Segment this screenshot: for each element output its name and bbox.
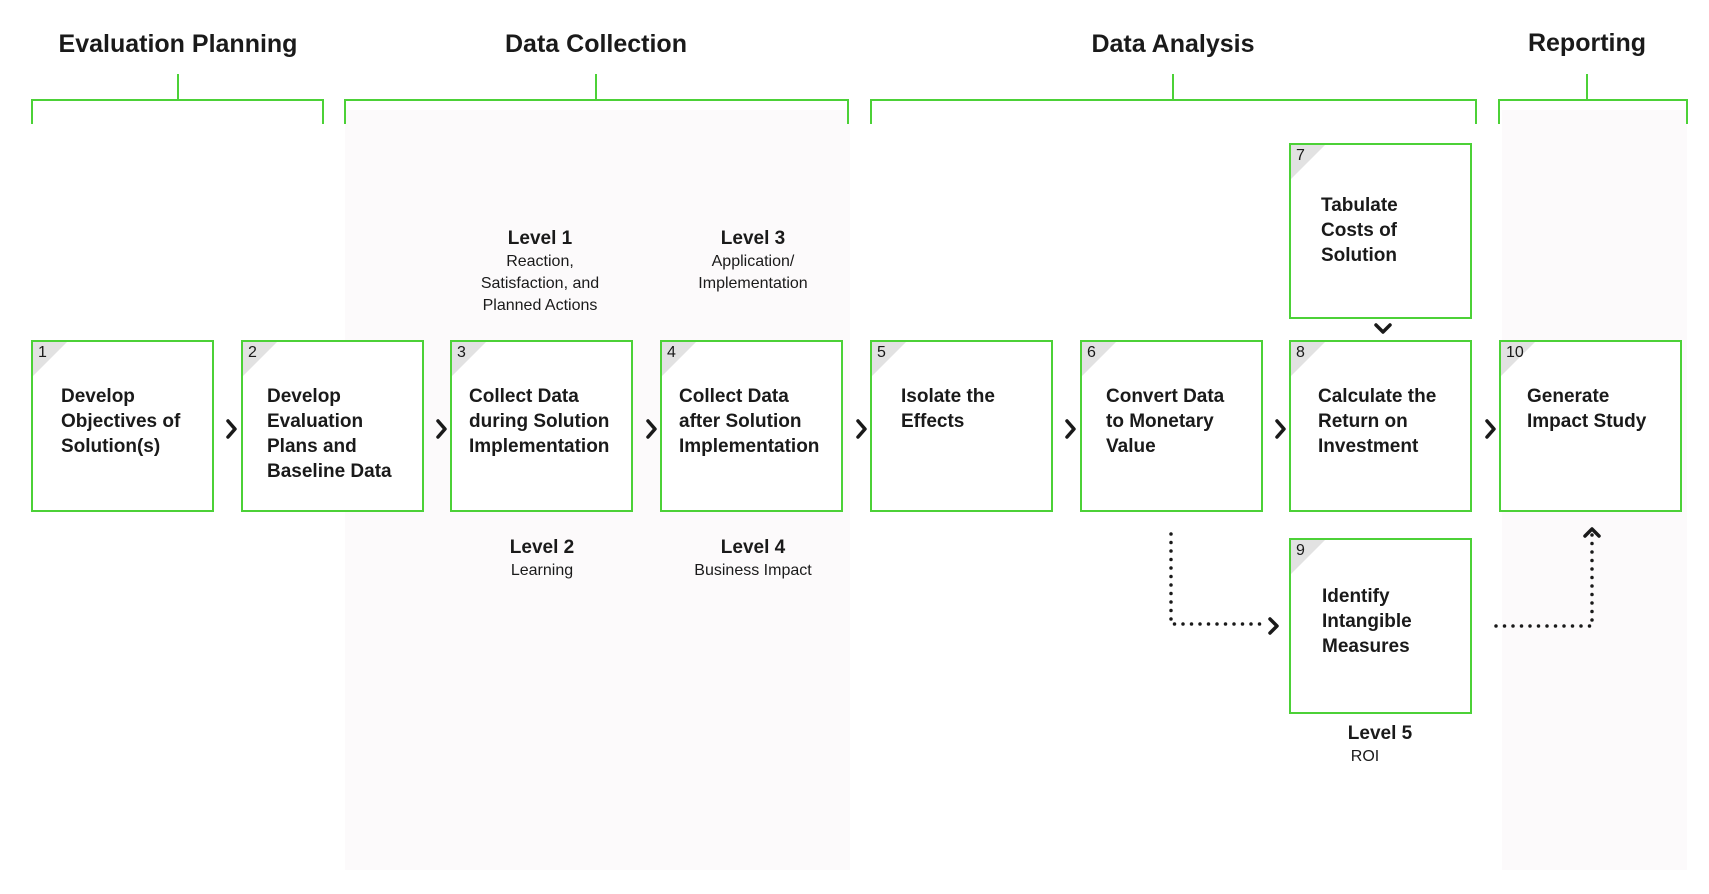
step-number: 8 [1296, 344, 1305, 361]
chevron-right-icon [1275, 419, 1286, 439]
level-subtitle: ROI [1350, 748, 1380, 765]
level-subtitle: Learning [510, 562, 574, 579]
dotted-arrow-icon [1169, 532, 1268, 626]
level-title: Level 2 [509, 537, 575, 558]
chevron-right-icon [1268, 617, 1279, 635]
step-label: Convert Data to Monetary Value [1106, 386, 1225, 457]
step-label: Develop Evaluation Plans and Baseline Da… [267, 386, 392, 482]
corner-fold [1291, 342, 1325, 376]
corner-fold [1501, 342, 1535, 376]
bracket-analysis [870, 74, 1477, 124]
phase-title-reporting: Reporting [1527, 29, 1647, 57]
step-label: Identify Intangible Measures [1322, 586, 1412, 657]
bracket-reporting [1498, 74, 1688, 124]
step-number: 9 [1296, 542, 1305, 559]
step-label: Tabulate Costs of Solution [1321, 195, 1398, 266]
level-subtitle: Application/ Implementation [698, 253, 808, 292]
step-6-box: 6 Convert Data to Monetary Value [1080, 340, 1263, 512]
step-label: Collect Data during Solution Implementat… [469, 386, 610, 457]
step-label: Generate Impact Study [1527, 386, 1647, 432]
chevron-right-icon [646, 419, 657, 439]
bracket-collection [344, 74, 849, 124]
step-label: Calculate the Return on Investment [1318, 386, 1437, 457]
chevron-right-icon [1065, 419, 1076, 439]
dotted-arrow-icon [1494, 530, 1594, 628]
step-label: Develop Objectives of Solution(s) [61, 386, 181, 457]
level-subtitle: Reaction, Satisfaction, and Planned Acti… [480, 253, 600, 314]
bracket-planning [31, 74, 324, 124]
chevron-right-icon [1485, 419, 1496, 439]
step-3-box: 3 Collect Data during Solution Implement… [450, 340, 633, 512]
step-number: 7 [1296, 147, 1305, 164]
step-number: 10 [1506, 344, 1524, 361]
corner-fold [452, 342, 486, 376]
corner-fold [872, 342, 906, 376]
corner-fold [1082, 342, 1116, 376]
step-label: Isolate the Effects [901, 386, 995, 432]
level-3-annotation: Level 3 Application/ Implementation [698, 227, 807, 295]
corner-fold [1291, 145, 1325, 179]
corner-fold [33, 342, 67, 376]
step-9-box: 9 Identify Intangible Measures [1289, 538, 1472, 714]
level-title: Level 4 [720, 537, 786, 558]
step-number: 4 [667, 344, 676, 361]
step-number: 5 [877, 344, 886, 361]
step-number: 3 [457, 344, 466, 361]
step-5-box: 5 Isolate the Effects [870, 340, 1053, 512]
step-7-box: 7 Tabulate Costs of Solution [1289, 143, 1472, 319]
phase-title-collection: Data Collection [505, 30, 687, 58]
level-title: Level 1 [507, 228, 573, 249]
step-number: 1 [38, 344, 47, 361]
level-4-annotation: Level 4 Business Impact [694, 536, 811, 582]
phase-title-planning: Evaluation Planning [58, 30, 298, 58]
level-5-annotation: Level 5 ROI [1348, 722, 1412, 768]
corner-fold [1291, 540, 1325, 574]
step-1-box: 1 Develop Objectives of Solution(s) [31, 340, 214, 512]
chevron-down-icon [1374, 323, 1392, 334]
chevron-right-icon [436, 419, 447, 439]
step-number: 6 [1087, 344, 1096, 361]
chevron-right-icon [856, 419, 867, 439]
corner-fold [243, 342, 277, 376]
level-1-annotation: Level 1 Reaction, Satisfaction, and Plan… [481, 227, 599, 317]
level-subtitle: Business Impact [694, 562, 812, 579]
step-number: 2 [248, 344, 257, 361]
step-10-box: 10 Generate Impact Study [1499, 340, 1682, 512]
step-4-box: 4 Collect Data after Solution Implementa… [660, 340, 843, 512]
step-8-box: 8 Calculate the Return on Investment [1289, 340, 1472, 512]
level-2-annotation: Level 2 Learning [510, 536, 574, 582]
phase-title-analysis: Data Analysis [1091, 30, 1255, 58]
chevron-up-icon [1583, 527, 1601, 538]
level-title: Level 3 [720, 228, 786, 249]
step-2-box: 2 Develop Evaluation Plans and Baseline … [241, 340, 424, 512]
step-label: Collect Data after Solution Implementati… [679, 386, 820, 457]
chevron-right-icon [226, 419, 237, 439]
corner-fold [662, 342, 696, 376]
level-title: Level 5 [1347, 723, 1413, 744]
